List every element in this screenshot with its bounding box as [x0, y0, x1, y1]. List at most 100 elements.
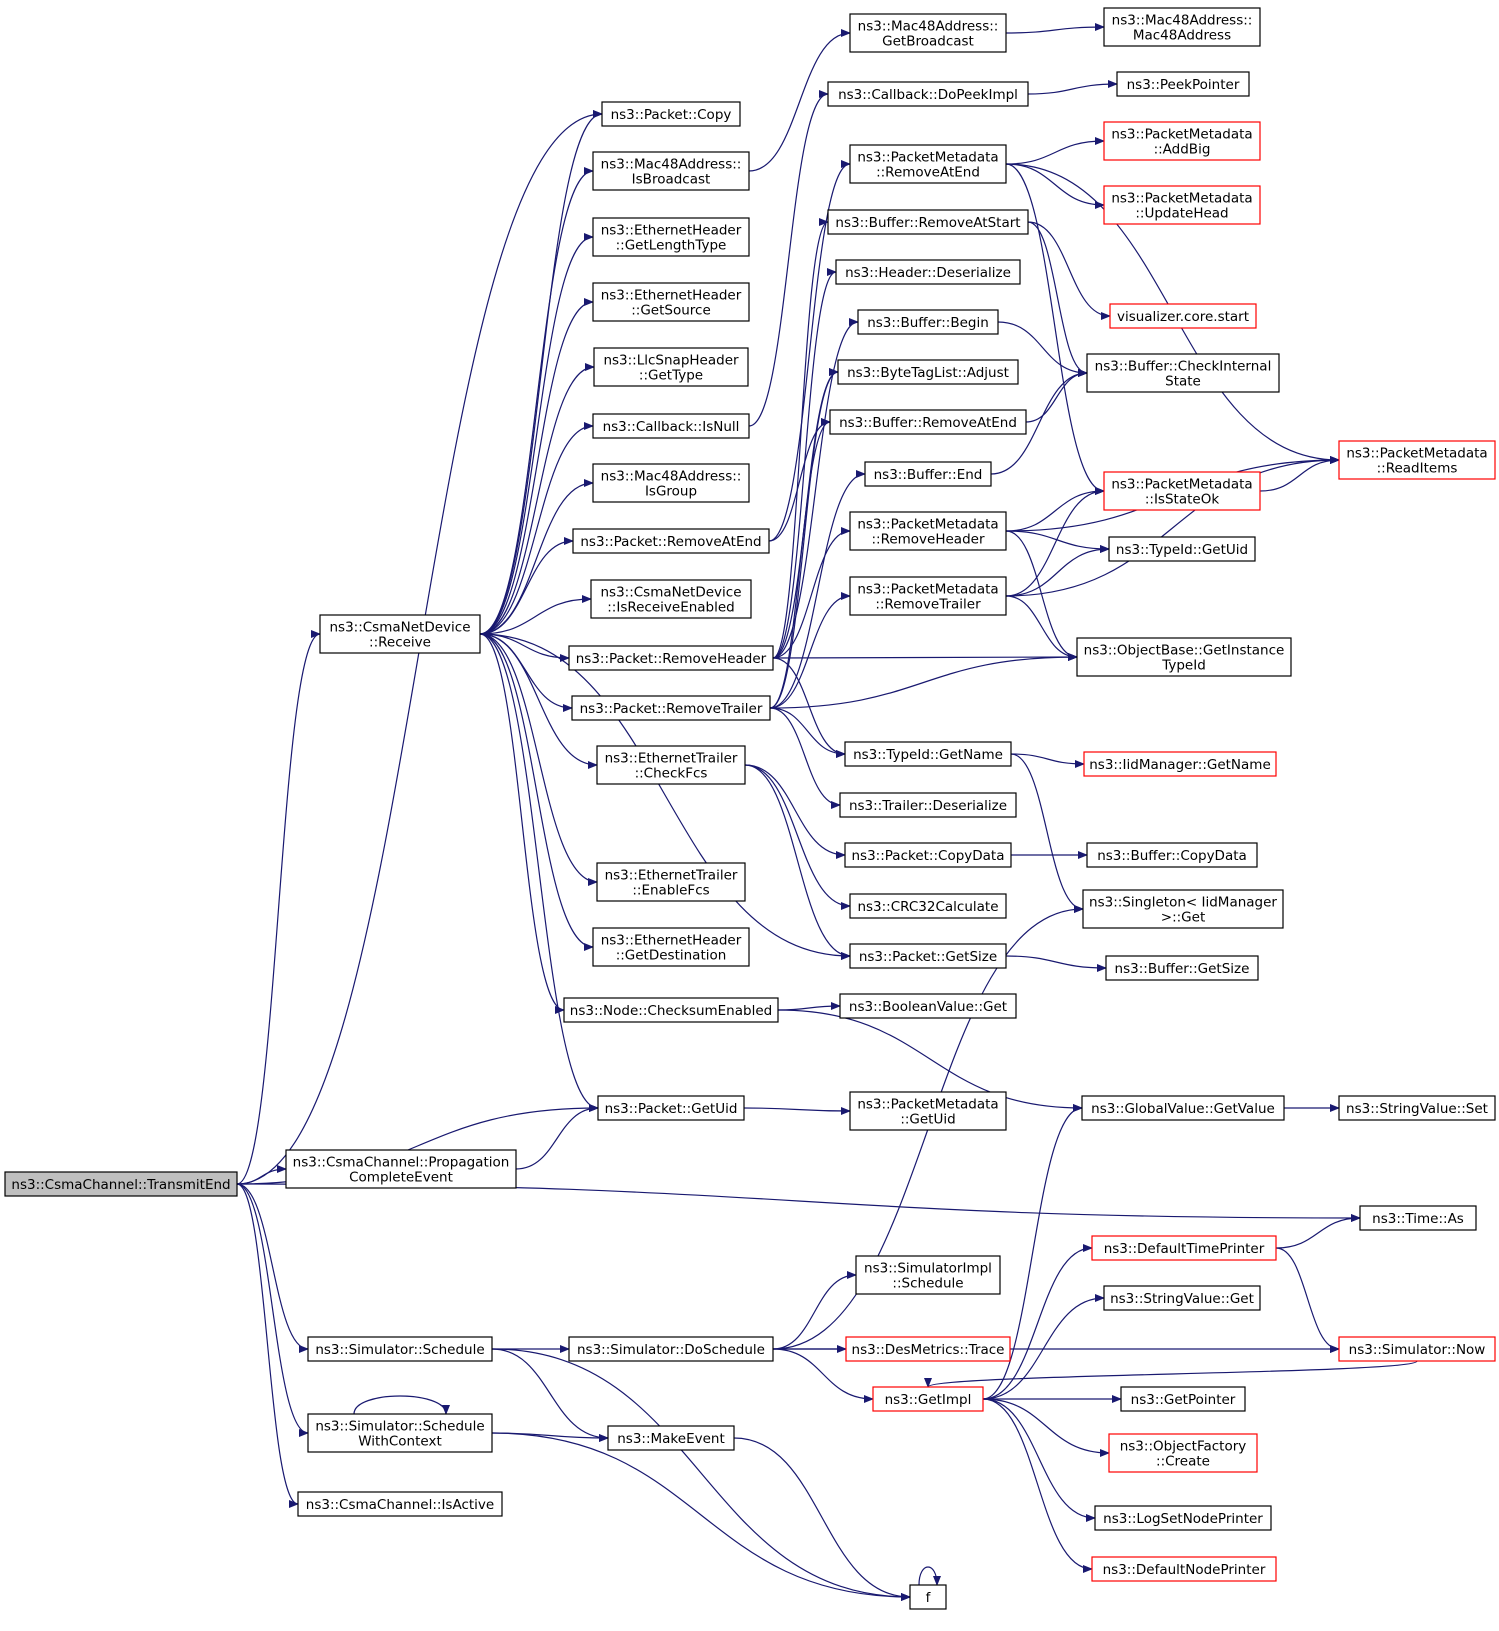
node-peek-pointer[interactable]: ns3::PeekPointer: [1116, 71, 1250, 97]
edge-buf-begin-to-check-internal: [997, 321, 1088, 377]
edge-pm-remove-at-end-to-is-state-ok: [1005, 163, 1105, 495]
node-receive[interactable]: ns3::CsmaNetDevice::Receive: [319, 614, 481, 654]
node-do-schedule[interactable]: ns3::Simulator::DoSchedule: [568, 1336, 774, 1362]
node-time-as[interactable]: ns3::Time::As: [1359, 1205, 1477, 1231]
node-transmit-end[interactable]: ns3::CsmaChannel::TransmitEnd: [4, 1171, 238, 1197]
node-des-trace[interactable]: ns3::DesMetrics::Trace: [845, 1336, 1011, 1362]
node-get-destination[interactable]: ns3::EthernetHeader::GetDestination: [592, 927, 750, 967]
edge-get-impl-to-def-node-printer: [982, 1398, 1093, 1573]
node-label-line: WithContext: [358, 1434, 442, 1450]
node-hdr-deserialize[interactable]: ns3::Header::Deserialize: [835, 259, 1021, 285]
node-buf-get-size[interactable]: ns3::Buffer::GetSize: [1105, 955, 1259, 981]
node-sim-now[interactable]: ns3::Simulator::Now: [1338, 1336, 1496, 1362]
edge-def-time-printer-to-time-as: [1275, 1214, 1361, 1249]
node-str-value-get[interactable]: ns3::StringValue::Get: [1103, 1285, 1261, 1311]
node-buf-end[interactable]: ns3::Buffer::End: [864, 461, 992, 487]
node-obj-factory-create[interactable]: ns3::ObjectFactory::Create: [1108, 1433, 1258, 1473]
edge-pm-remove-header-to-is-state-ok: [1005, 487, 1105, 532]
node-buf-begin[interactable]: ns3::Buffer::Begin: [857, 309, 999, 335]
node-f[interactable]: f: [909, 1584, 947, 1610]
node-str-value-set[interactable]: ns3::StringValue::Set: [1338, 1095, 1496, 1121]
node-packet-copy[interactable]: ns3::Packet::Copy: [601, 101, 741, 127]
edge-checksum-enabled-to-bool-get: [777, 1002, 841, 1011]
node-def-time-printer[interactable]: ns3::DefaultTimePrinter: [1091, 1235, 1277, 1261]
edge-buf-end-to-check-internal: [990, 369, 1088, 475]
node-label-line: ns3::Callback::DoPeekImpl: [838, 87, 1018, 103]
node-is-group[interactable]: ns3::Mac48Address::IsGroup: [592, 463, 750, 503]
edge-pm-remove-trailer-to-is-state-ok: [1005, 487, 1105, 597]
node-update-head[interactable]: ns3::PacketMetadata::UpdateHead: [1103, 185, 1261, 225]
node-crc32[interactable]: ns3::CRC32Calculate: [849, 893, 1007, 919]
node-pm-get-uid[interactable]: ns3::PacketMetadata::GetUid: [849, 1091, 1007, 1131]
node-gv-get-value[interactable]: ns3::GlobalValue::GetValue: [1081, 1095, 1285, 1121]
node-log-set-node-printer[interactable]: ns3::LogSetNodePrinter: [1094, 1505, 1272, 1531]
node-get-length-type[interactable]: ns3::EthernetHeader::GetLengthType: [592, 217, 750, 257]
node-pkt-copy-data[interactable]: ns3::Packet::CopyData: [844, 842, 1012, 868]
node-label-line: ns3::Mac48Address::: [601, 157, 742, 173]
node-pm-remove-header[interactable]: ns3::PacketMetadata::RemoveHeader: [849, 511, 1007, 551]
node-iid-get-name[interactable]: ns3::IidManager::GetName: [1083, 751, 1277, 777]
node-label-line: ns3::Packet::Copy: [611, 107, 732, 123]
node-schedule[interactable]: ns3::Simulator::Schedule: [307, 1336, 493, 1362]
node-buf-remove-at-start[interactable]: ns3::Buffer::RemoveAtStart: [827, 209, 1029, 235]
node-label-line: ns3::StringValue::Get: [1110, 1291, 1254, 1307]
node-pm-remove-trailer[interactable]: ns3::PacketMetadata::RemoveTrailer: [849, 576, 1007, 616]
node-make-event[interactable]: ns3::MakeEvent: [607, 1425, 735, 1451]
node-propagation[interactable]: ns3::CsmaChannel::PropagationCompleteEve…: [285, 1149, 517, 1189]
node-cb-is-null[interactable]: ns3::Callback::IsNull: [592, 413, 750, 439]
node-pkt-remove-at-end[interactable]: ns3::Packet::RemoveAtEnd: [572, 528, 770, 554]
node-sim-impl-schedule[interactable]: ns3::SimulatorImpl::Schedule: [855, 1255, 1001, 1295]
node-label-line: ns3::EthernetTrailer: [605, 751, 738, 767]
node-viz-start[interactable]: visualizer.core.start: [1109, 303, 1257, 329]
node-label-line: ns3::StringValue::Set: [1346, 1101, 1488, 1117]
node-label-line: ns3::Packet::RemoveTrailer: [580, 701, 763, 717]
node-pkt-remove-trailer[interactable]: ns3::Packet::RemoveTrailer: [571, 695, 771, 721]
node-pm-remove-at-end[interactable]: ns3::PacketMetadata::RemoveAtEnd: [849, 144, 1007, 184]
node-buf-copy-data[interactable]: ns3::Buffer::CopyData: [1086, 842, 1258, 868]
node-enable-fcs[interactable]: ns3::EthernetTrailer::EnableFcs: [596, 862, 746, 902]
node-btl-adjust[interactable]: ns3::ByteTagList::Adjust: [837, 359, 1019, 385]
node-get-broadcast[interactable]: ns3::Mac48Address::GetBroadcast: [849, 13, 1007, 53]
node-get-pointer[interactable]: ns3::GetPointer: [1120, 1386, 1246, 1412]
node-add-big[interactable]: ns3::PacketMetadata::AddBig: [1103, 121, 1261, 161]
node-label-line: ns3::Packet::CopyData: [851, 848, 1004, 864]
node-label-line: ns3::TypeId::GetName: [853, 747, 1003, 763]
edge-receive-to-packet-copy: [479, 110, 603, 635]
node-label-line: ns3::Buffer::CheckInternal: [1095, 359, 1272, 375]
node-pkt-remove-header[interactable]: ns3::Packet::RemoveHeader: [568, 645, 774, 671]
node-bool-get[interactable]: ns3::BooleanValue::Get: [839, 993, 1017, 1019]
node-is-state-ok[interactable]: ns3::PacketMetadata::IsStateOk: [1103, 471, 1261, 511]
node-label-line: ns3::PacketMetadata: [857, 582, 998, 598]
node-do-peek-impl[interactable]: ns3::Callback::DoPeekImpl: [827, 81, 1029, 107]
node-read-items[interactable]: ns3::PacketMetadata::ReadItems: [1338, 440, 1496, 480]
edge-make-event-to-f: [733, 1437, 911, 1601]
edge-pkt-get-size-to-buf-get-size: [1005, 955, 1107, 972]
edge-pkt-remove-header-to-hdr-deserialize: [772, 268, 837, 659]
node-label-line: ns3::PacketMetadata: [857, 517, 998, 533]
node-check-fcs[interactable]: ns3::EthernetTrailer::CheckFcs: [596, 745, 746, 785]
node-label-line: ns3::Buffer::RemoveAtStart: [835, 215, 1020, 231]
node-is-active[interactable]: ns3::CsmaChannel::IsActive: [297, 1491, 503, 1517]
node-mac48-ctor[interactable]: ns3::Mac48Address::Mac48Address: [1103, 7, 1261, 47]
node-is-broadcast[interactable]: ns3::Mac48Address::IsBroadcast: [592, 151, 750, 191]
node-label-line: ns3::TypeId::GetUid: [1116, 542, 1248, 558]
edge-type-get-name-to-iid-get-name: [1010, 753, 1085, 768]
node-buf-remove-at-end[interactable]: ns3::Buffer::RemoveAtEnd: [829, 409, 1027, 435]
node-trl-deserialize[interactable]: ns3::Trailer::Deserialize: [839, 792, 1017, 818]
node-is-recv-enabled[interactable]: ns3::CsmaNetDevice::IsReceiveEnabled: [590, 579, 752, 619]
node-pkt-get-size[interactable]: ns3::Packet::GetSize: [849, 943, 1007, 969]
node-def-node-printer[interactable]: ns3::DefaultNodePrinter: [1091, 1556, 1277, 1582]
node-checksum-enabled[interactable]: ns3::Node::ChecksumEnabled: [563, 997, 779, 1023]
node-type-get-name[interactable]: ns3::TypeId::GetName: [844, 741, 1012, 767]
node-get-source[interactable]: ns3::EthernetHeader::GetSource: [592, 282, 750, 322]
edge-cb-is-null-to-do-peek-impl: [748, 90, 829, 427]
node-singleton-get[interactable]: ns3::Singleton< IidManager >::Get: [1082, 889, 1284, 929]
node-llc-get-type[interactable]: ns3::LlcSnapHeader::GetType: [593, 347, 749, 387]
node-type-get-uid[interactable]: ns3::TypeId::GetUid: [1108, 536, 1256, 562]
node-get-impl[interactable]: ns3::GetImpl: [872, 1386, 984, 1412]
node-pkt-get-uid[interactable]: ns3::Packet::GetUid: [597, 1095, 745, 1121]
edge-get-broadcast-to-mac48-ctor: [1005, 23, 1105, 34]
